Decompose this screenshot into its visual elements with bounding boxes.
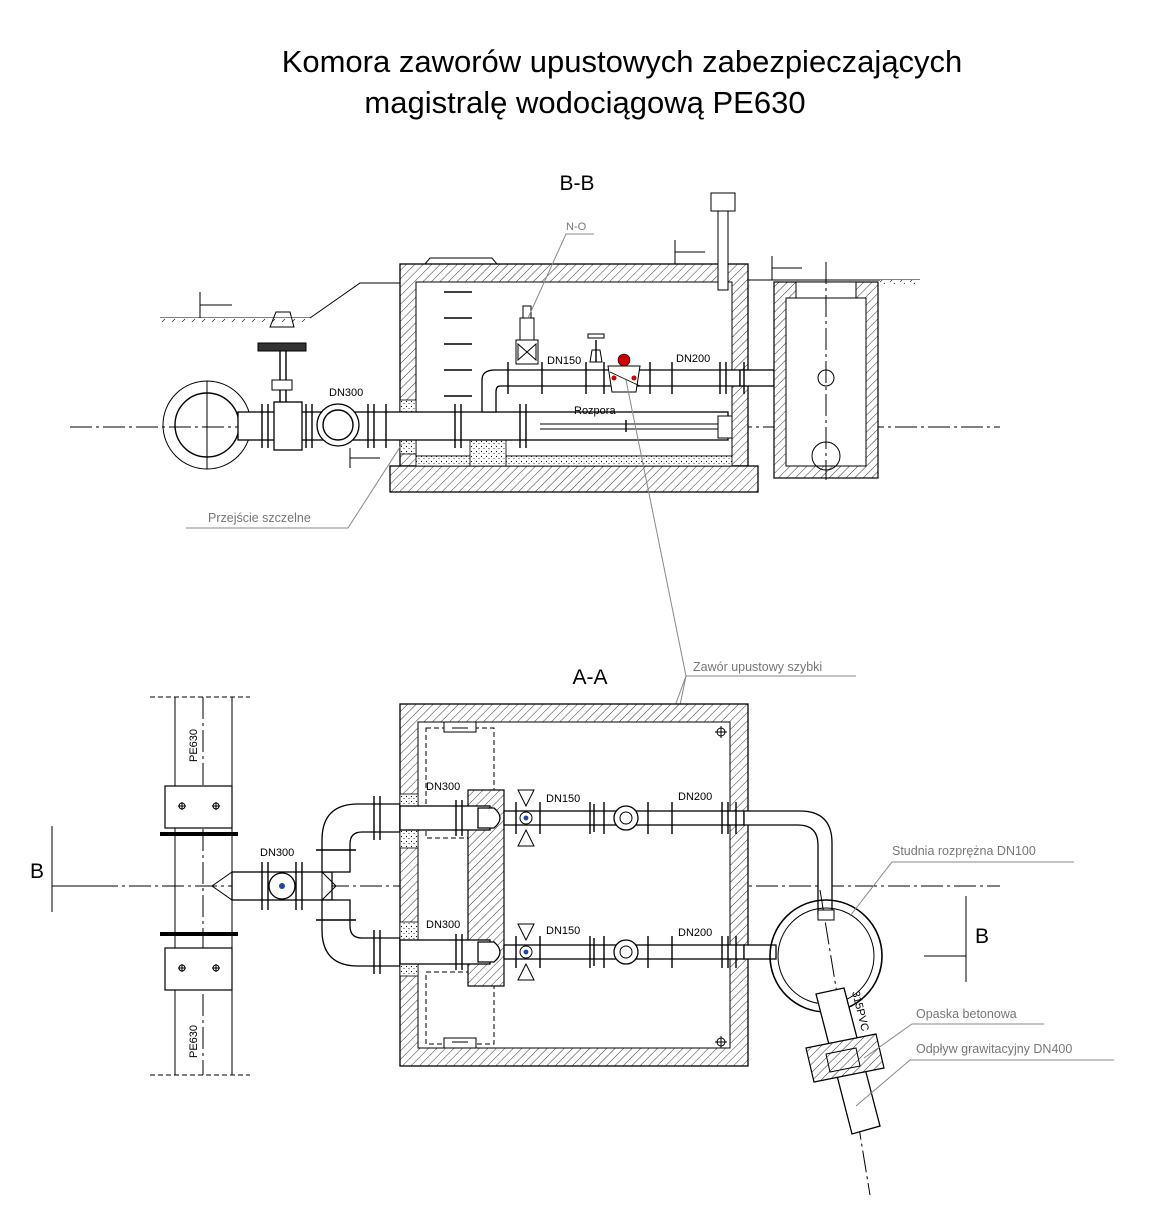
- label-no: N-O: [566, 221, 587, 233]
- section-b-b-label: B-B: [559, 172, 594, 195]
- anchor-icon: [715, 726, 727, 1048]
- relief-well-plan: 315PVC: [769, 889, 885, 1196]
- label-dn300-bb: DN300: [329, 387, 363, 399]
- dn300-pipe-b-b: [237, 311, 729, 451]
- chamber-b-b: [389, 192, 759, 493]
- relief-well-b-b: [773, 262, 879, 480]
- label-dn300-branch: DN300: [260, 847, 294, 859]
- ground-line: [160, 240, 920, 468]
- callout-studnia: Studnia rozprężna DN100: [892, 844, 1036, 858]
- label-dn200-upper: DN200: [678, 791, 712, 803]
- label-dn150-lower: DN150: [546, 925, 580, 937]
- chamber-a-a: [399, 703, 749, 1067]
- label-dn300-upper: DN300: [426, 781, 460, 793]
- cut-label-right: B: [975, 925, 989, 948]
- title-line-2: magistralę wodociągową PE630: [364, 85, 805, 120]
- label-dn150-bb: DN150: [547, 355, 581, 367]
- title-line-1: Komora zaworów upustowych zabezpieczając…: [282, 44, 963, 79]
- dn150-line-b-b: [481, 305, 775, 413]
- label-dn150-upper: DN150: [546, 793, 580, 805]
- dn300-branch-plan: DN300: [211, 796, 401, 974]
- callout-odplyw: Odpływ grawitacyjny DN400: [916, 1042, 1072, 1056]
- label-dn200-bb: DN200: [676, 353, 710, 365]
- label-dn300-lower: DN300: [426, 919, 460, 931]
- label-pe630-top: PE630: [188, 729, 200, 762]
- label-dn200-lower: DN200: [678, 927, 712, 939]
- callout-przejscie: Przejście szczelne: [208, 511, 311, 525]
- label-pe630-bottom: PE630: [188, 1025, 200, 1058]
- callout-zawor: Zawór upustowy szybki: [693, 660, 822, 674]
- outlet-pipes-plan: [735, 802, 833, 968]
- cut-label-left: B: [30, 860, 44, 883]
- relief-valve-icon: [607, 353, 641, 393]
- pe630-main-plan: PE630 PE630: [150, 696, 250, 1076]
- section-a-a: A-A PE630 PE630 B B: [30, 666, 1114, 1196]
- section-b-b: B-B: [70, 172, 1000, 529]
- section-a-a-label: A-A: [572, 666, 607, 689]
- label-rozpora: Rozpora: [574, 405, 616, 417]
- upper-line-plan: DN300 DN150 DN200: [399, 781, 745, 847]
- callout-opaska: Opaska betonowa: [916, 1007, 1017, 1021]
